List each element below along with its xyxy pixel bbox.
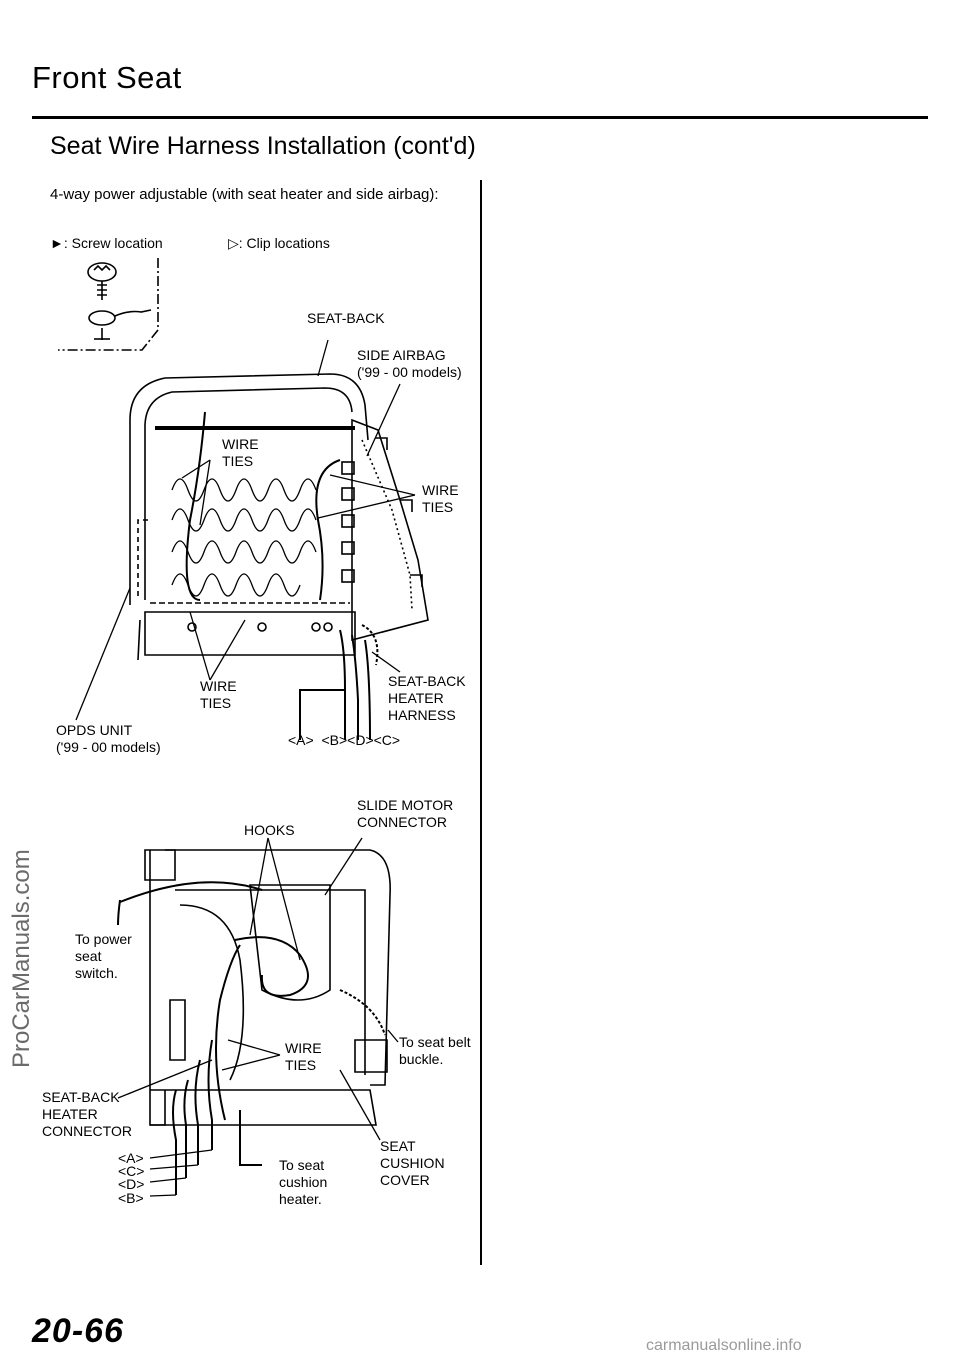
- slide-motor-connector-label: SLIDE MOTOR CONNECTOR: [357, 797, 454, 830]
- footer-site: carmanualsonline.info: [646, 1337, 802, 1354]
- wire-ties-bottom-label: WIRE TIES: [200, 678, 237, 711]
- connector-b-label: <B>: [118, 1190, 144, 1206]
- section-description: 4-way power adjustable (with seat heater…: [50, 186, 439, 203]
- screw-location-icon: ►: [50, 235, 64, 251]
- clip-legend-label: : Clip locations: [238, 235, 330, 251]
- section-subtitle: Seat Wire Harness Installation (cont'd): [50, 132, 476, 160]
- screw-legend: ►: Screw location: [50, 235, 163, 251]
- to-seat-cushion-heater-label: To seat cushion heater.: [279, 1157, 328, 1207]
- title-rule: [32, 116, 928, 119]
- wire-ties-lower-label: WIRE TIES: [285, 1040, 322, 1073]
- opds-unit-label: OPDS UNIT ('99 - 00 models): [56, 722, 161, 755]
- to-power-seat-switch-label: To power seat switch.: [75, 931, 132, 981]
- wire-ties-top-label: WIRE TIES: [222, 436, 259, 469]
- seat-cushion-frame: [144, 849, 391, 1126]
- seat-back-heater-harness-label: SEAT-BACK HEATER HARNESS: [388, 673, 466, 723]
- connector-c-label: <C>: [118, 1163, 145, 1179]
- seat-back-label: SEAT-BACK: [307, 310, 385, 326]
- upper-harness: [185, 411, 379, 741]
- connector-d-label: <D>: [118, 1176, 145, 1192]
- seat-springs: [171, 478, 317, 597]
- lower-leaders: [117, 837, 399, 1197]
- lower-harness: [117, 881, 386, 1195]
- to-seat-belt-buckle-label: To seat belt buckle.: [399, 1034, 471, 1067]
- page-number: 20-66: [32, 1312, 124, 1350]
- watermark: ProCarManuals.com: [8, 849, 35, 1068]
- screw-detail-icon: [58, 258, 159, 351]
- column-divider: [480, 180, 482, 1265]
- page-title: Front Seat: [32, 60, 182, 95]
- connector-a-label: <A>: [118, 1150, 144, 1166]
- upper-leaders: [75, 339, 416, 721]
- wire-ties-right-label: WIRE TIES: [422, 482, 459, 515]
- seat-back-heater-connector-label: SEAT-BACK HEATER CONNECTOR: [42, 1089, 132, 1139]
- hooks-label: HOOKS: [244, 822, 295, 838]
- seat-cushion-cover-label: SEAT CUSHION COVER: [380, 1138, 445, 1188]
- screw-legend-label: : Screw location: [63, 235, 163, 251]
- side-airbag-label: SIDE AIRBAG ('99 - 00 models): [357, 347, 462, 380]
- clip-location-icon: ▷: [228, 235, 239, 251]
- clip-legend: ▷: Clip locations: [228, 235, 330, 252]
- seat-back-frame: [129, 373, 429, 661]
- connector-labels: <A> <B><D><C>: [288, 732, 401, 748]
